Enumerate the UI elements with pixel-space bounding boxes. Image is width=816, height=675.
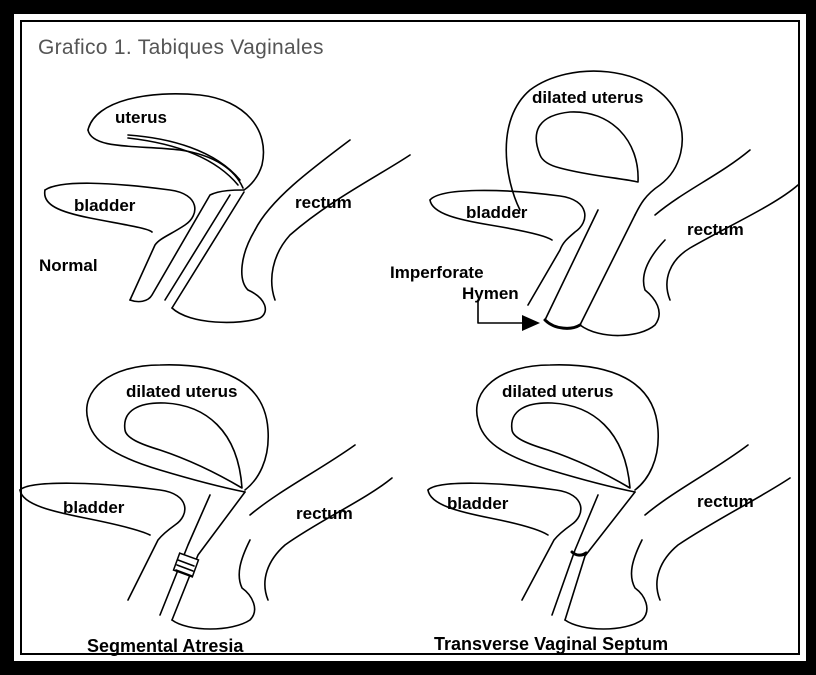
segmental-uterus-left [88, 420, 245, 492]
imperforate-uterus-cavity [536, 112, 638, 182]
segmental-uterus-label: dilated uterus [126, 382, 237, 402]
transverse-uterus-left [478, 420, 635, 492]
normal-bladder-label: bladder [74, 196, 135, 216]
imperforate-rectum-label: rectum [687, 220, 744, 240]
transverse-uterus-cavity [512, 403, 630, 488]
imperforate-rectum [655, 150, 750, 215]
normal-uterine-lining [128, 135, 240, 180]
normal-perineum [172, 230, 265, 322]
imperforate-bladder-label: bladder [466, 203, 527, 223]
segmental-rectum-label: rectum [296, 504, 353, 524]
transverse-vagina-back [565, 492, 635, 620]
transverse-septum [572, 552, 586, 555]
imperforate-hymen [545, 320, 580, 328]
transverse-caption: Transverse Vaginal Septum [434, 634, 668, 655]
imperforate-perineum [580, 240, 665, 336]
segmental-bladder-label: bladder [63, 498, 124, 518]
transverse-bladder-label: bladder [447, 494, 508, 514]
transverse-perineum [565, 540, 647, 629]
transverse-rectum-label: rectum [697, 492, 754, 512]
segmental-caption: Segmental Atresia [87, 636, 243, 657]
normal-caption: Normal [39, 256, 98, 276]
arrow-head-icon [522, 315, 540, 331]
normal-uterus-cavity [88, 130, 243, 188]
segmental-rectum-outer [265, 478, 392, 600]
normal-vagina-back [172, 192, 244, 308]
imperforate-annotation-line2: Hymen [462, 284, 519, 304]
normal-vagina-front [165, 195, 230, 300]
segmental-uterus-cavity [125, 403, 242, 488]
normal-rectum-label: rectum [295, 193, 352, 213]
imperforate-uterus-label: dilated uterus [532, 88, 643, 108]
transverse-uterus-label: dilated uterus [502, 382, 613, 402]
normal-rectum [255, 140, 350, 230]
imperforate-annotation-line1: Imperforate [390, 263, 484, 283]
imperforate-rectum-outer [667, 185, 798, 300]
normal-uterus-label: uterus [115, 108, 167, 128]
panel-segmental-drawing [20, 365, 392, 629]
